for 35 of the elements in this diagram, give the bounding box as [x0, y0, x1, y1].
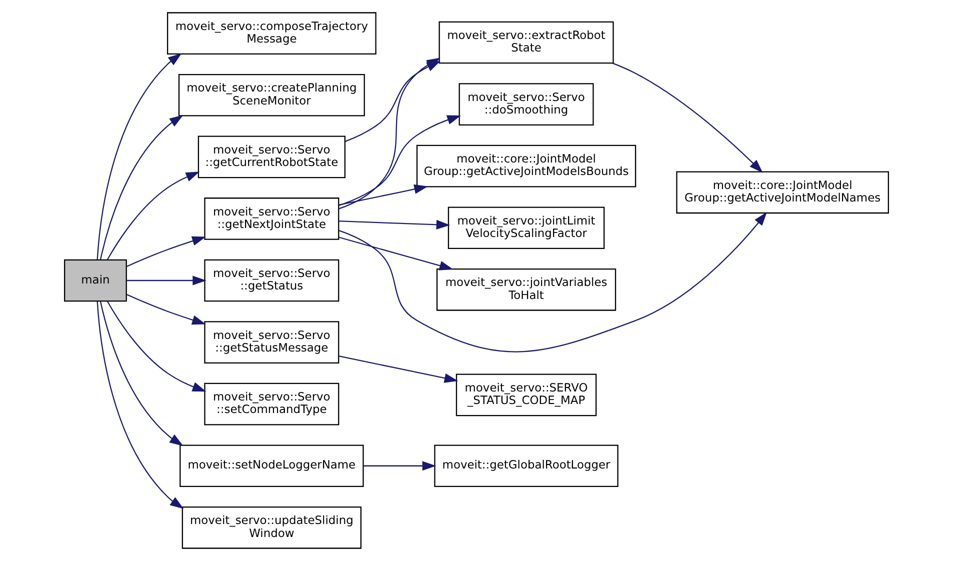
arrow: [106, 300, 206, 392]
node-box: main: [64, 259, 127, 302]
node-box: moveit_servo::SERVO _STATUS_CODE_MAP: [456, 374, 597, 416]
arrow: [612, 62, 763, 173]
arrow: [338, 356, 458, 383]
node-box: moveit_servo::Servo ::getStatus: [204, 259, 340, 302]
arrow: [126, 294, 206, 325]
arrow: [338, 236, 454, 270]
node-box: moveit_servo::Servo ::getStatusMessage: [204, 321, 340, 364]
node-box: moveit_servo::updateSliding Window: [182, 506, 362, 549]
node-box: moveit::getGlobalRootLogger: [434, 444, 618, 488]
node-box: moveit::setNodeLoggerName: [180, 444, 364, 488]
node-box: moveit_servo::Servo ::doSmoothing: [458, 83, 594, 126]
node-box: moveit_servo::jointVariables ToHalt: [436, 268, 616, 311]
arrow: [106, 172, 200, 260]
arrow: [96, 53, 182, 260]
arrow: [338, 212, 767, 352]
node-box: moveit_servo::jointLimit VelocityScalingFactor: [448, 206, 605, 250]
node-box: moveit::core::JointModel Group::getActiveJointModelNames: [676, 171, 889, 214]
node-box: moveit_servo::extractRobot State: [438, 21, 614, 64]
arrow: [126, 276, 206, 286]
arrow: [100, 115, 184, 260]
arrow: [338, 220, 450, 230]
arrow: [364, 461, 436, 471]
node-box: moveit_servo::createPlanning SceneMonitor: [178, 74, 365, 116]
node-box: moveit_servo::Servo ::getNextJointState: [204, 198, 340, 240]
arrow: [126, 236, 206, 267]
node-box: moveit::core::JointModel Group::getActiveJointModelsBounds: [416, 144, 636, 188]
node-box: moveit_servo::composeTrajectory Message: [166, 12, 376, 55]
node-box: moveit_servo::Servo ::getCurrentRobotState: [198, 136, 346, 178]
node-box: moveit_servo::Servo ::setCommandType: [204, 382, 340, 426]
arrow: [96, 301, 184, 509]
arrow: [338, 115, 461, 206]
arrow: [338, 184, 428, 206]
arrow: [100, 301, 184, 446]
